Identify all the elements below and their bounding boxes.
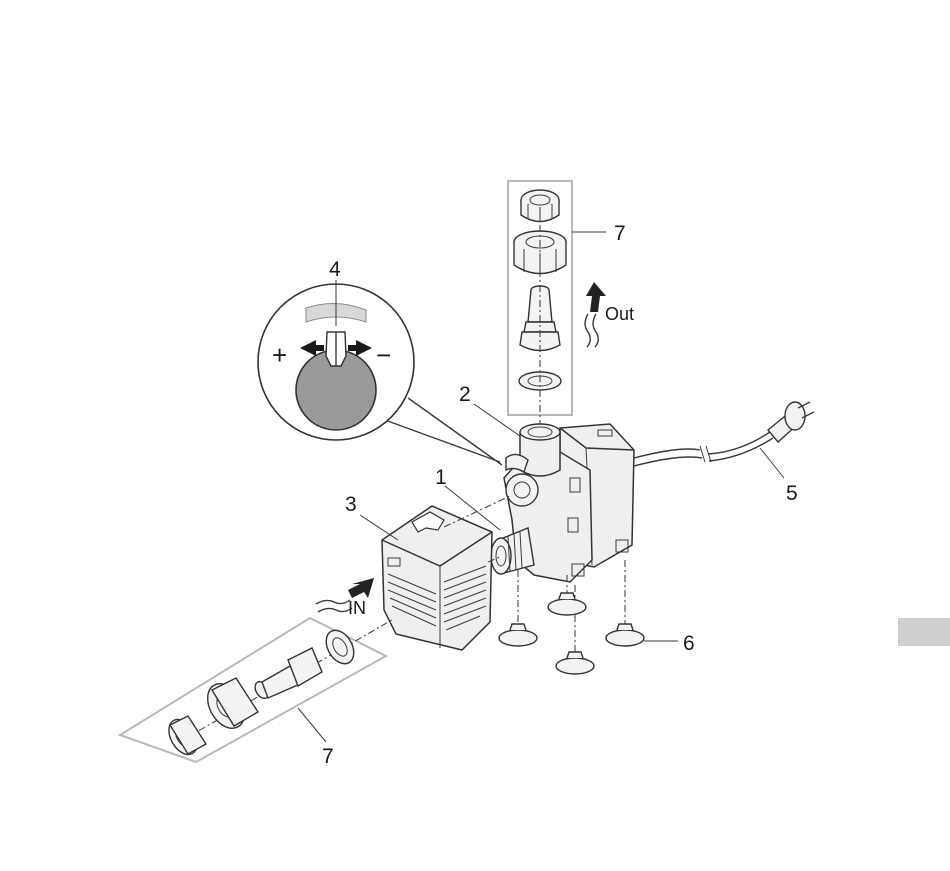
suction-foot	[606, 624, 644, 646]
callout-7-top: 7	[614, 222, 626, 245]
power-cable	[634, 402, 814, 466]
suction-foot	[548, 593, 586, 615]
prefilter-housing	[382, 496, 510, 650]
inflow-indicator: IN	[316, 578, 374, 618]
inlet-big-nut	[200, 677, 258, 735]
callout-5: 5	[786, 482, 798, 505]
page-side-tab	[898, 618, 950, 646]
suction-foot	[499, 624, 537, 646]
outflow-label: Out	[605, 304, 634, 324]
flow-regulator-detail: + −	[258, 284, 502, 465]
inlet-o-ring	[321, 625, 360, 668]
callout-4: 4	[329, 258, 341, 281]
power-plug	[768, 402, 814, 442]
outlet-small-nut	[521, 190, 559, 222]
outlet-fitting-group	[508, 181, 572, 430]
callout-2: 2	[459, 383, 471, 406]
suction-foot	[556, 652, 594, 674]
inlet-fitting-group	[120, 618, 392, 762]
inflow-label: IN	[348, 598, 366, 618]
pump-body	[491, 424, 634, 582]
regulator-minus-sign: −	[376, 340, 391, 370]
inlet-hose-tail	[252, 648, 322, 701]
callout-1: 1	[435, 466, 447, 489]
outlet-big-nut	[514, 231, 566, 276]
callout-6: 6	[683, 632, 695, 655]
callout-7-bottom: 7	[322, 745, 334, 768]
regulator-plus-sign: +	[272, 340, 287, 370]
outflow-indicator: Out	[585, 282, 634, 347]
callout-3: 3	[345, 493, 357, 516]
pump-inlet-stub	[491, 528, 534, 574]
